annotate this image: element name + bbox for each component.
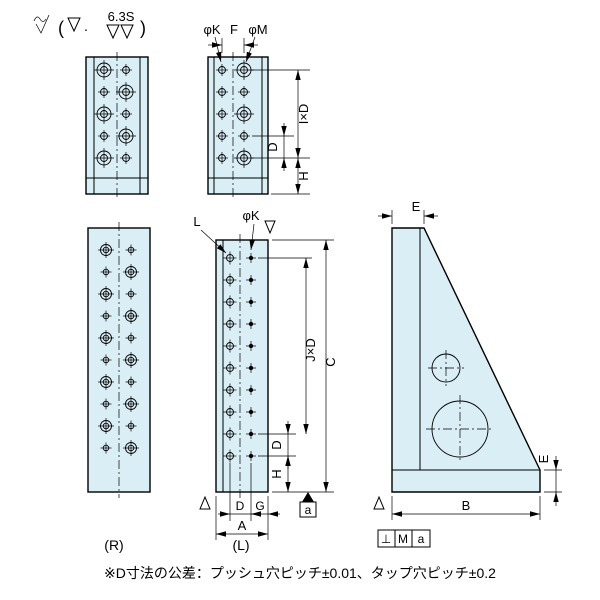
- plate-outline: [215, 239, 269, 493]
- leader-line: [249, 223, 255, 251]
- dim-label-phi-k: φK: [242, 208, 259, 223]
- finish-triangle-icon: [120, 24, 134, 40]
- plate-outline: [207, 56, 269, 195]
- finish-triangle-icon: [373, 495, 385, 510]
- datum-triangle-icon: [302, 492, 314, 502]
- wave-symbol-icon: [33, 16, 47, 22]
- datum-label: a: [305, 503, 312, 517]
- side-view-angle-plate: E E B ⊥ M a: [373, 199, 562, 548]
- finish-triangle-icon: [199, 495, 211, 510]
- dim-label-e-right: E: [536, 454, 551, 463]
- hole-pattern: [98, 242, 139, 456]
- angle-plate-outline: [391, 227, 541, 493]
- hole-pattern: [94, 60, 136, 168]
- dim-label-a: A: [238, 518, 247, 533]
- finish-triangle-icon: [106, 24, 120, 40]
- finish-triangle-icon: [67, 17, 81, 33]
- view-label-l: (L): [232, 537, 249, 553]
- leader-line: [245, 36, 256, 63]
- tolerance-note: ※D寸法の公差：プッシュ穴ピッチ±0.01、タップ穴ピッチ±0.2: [104, 565, 496, 581]
- dim-label-phi-k: φK: [203, 22, 220, 37]
- roughness-value: 6.3S: [108, 9, 135, 24]
- paren-close: ): [140, 18, 146, 38]
- dim-label-d-col: D: [236, 499, 245, 513]
- dim-label-g: G: [255, 499, 264, 513]
- hole-pattern: [216, 60, 254, 168]
- finish-dot: .: [84, 18, 88, 34]
- dim-label-f: F: [230, 22, 238, 37]
- dim-label-h: H: [296, 171, 311, 180]
- dim-label-phi-m: φM: [248, 22, 267, 37]
- dim-label-jxd: J×D: [303, 338, 318, 361]
- datum-box: [299, 501, 317, 518]
- tolerance-symbol-perpendicular: ⊥: [381, 532, 391, 546]
- dim-label-e-top: E: [412, 199, 421, 214]
- leader-line: [214, 36, 222, 63]
- long-view-l: L φK C J×D D H D G A a: [193, 208, 338, 553]
- dim-label-b: B: [462, 498, 471, 513]
- surface-finish-note: ( . 6.3S ): [33, 9, 146, 40]
- dim-label-c: C: [323, 357, 338, 366]
- check-symbol-icon: [35, 14, 50, 34]
- hole-pattern: [223, 251, 256, 463]
- long-view-r: (R): [87, 222, 151, 553]
- dim-label-l: L: [193, 214, 200, 229]
- front-view-dimensioned: φK F φM I×D D H: [203, 22, 311, 198]
- dim-label-d: D: [265, 142, 280, 151]
- paren-open: (: [58, 18, 64, 38]
- dim-label-h: H: [269, 469, 284, 478]
- tolerance-datum: a: [418, 532, 425, 546]
- view-label-r: (R): [104, 537, 123, 553]
- tolerance-value: M: [398, 532, 408, 546]
- tolerance-frame: [377, 529, 431, 548]
- front-view-plain: [85, 52, 149, 198]
- finish-triangle-icon: [264, 220, 276, 235]
- dim-label-d-pitch: D: [269, 440, 284, 449]
- leader-line: [200, 229, 227, 254]
- dim-label-ixd: I×D: [296, 104, 311, 125]
